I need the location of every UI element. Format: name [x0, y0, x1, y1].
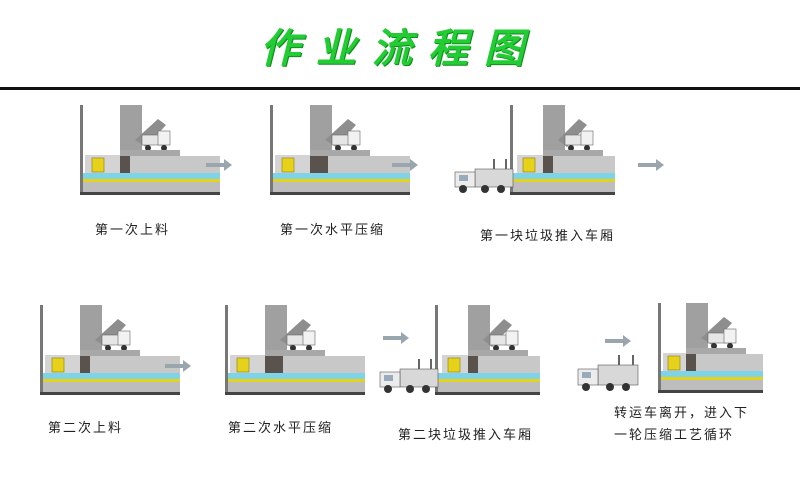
step-label: 第二次水平压缩 — [228, 421, 334, 436]
step-label: 第一次上料 — [95, 223, 171, 238]
scene-2-first-compression — [270, 105, 410, 195]
arrow-right-icon — [638, 159, 664, 171]
arrow-right-icon — [206, 159, 232, 171]
page-title: 作业流程图 — [260, 26, 540, 72]
scene-5-second-compression — [225, 305, 365, 395]
scene-4-second-loading — [40, 305, 180, 395]
scene-1-first-loading — [80, 105, 220, 195]
step-label: 转运车离开，进入下 一轮压缩工艺循环 — [614, 403, 749, 447]
scene-6-second-push — [379, 305, 540, 395]
scene-3-first-push — [454, 105, 615, 195]
step-label: 第二次上料 — [48, 421, 124, 436]
step-label-line: 转运车离开，进入下 — [614, 406, 750, 421]
step-label: 第一块垃圾推入车厢 — [480, 229, 616, 244]
arrow-right-icon — [605, 335, 631, 347]
scene-7-truck-leaves — [577, 303, 763, 393]
arrow-right-icon — [383, 332, 409, 344]
arrow-right-icon — [392, 159, 418, 171]
step-label: 第一次水平压缩 — [280, 223, 386, 238]
arrow-right-icon — [165, 360, 191, 372]
title-divider — [0, 87, 800, 90]
step-label: 第二块垃圾推入车厢 — [398, 428, 534, 443]
step-label-line: 一轮压缩工艺循环 — [614, 428, 735, 443]
